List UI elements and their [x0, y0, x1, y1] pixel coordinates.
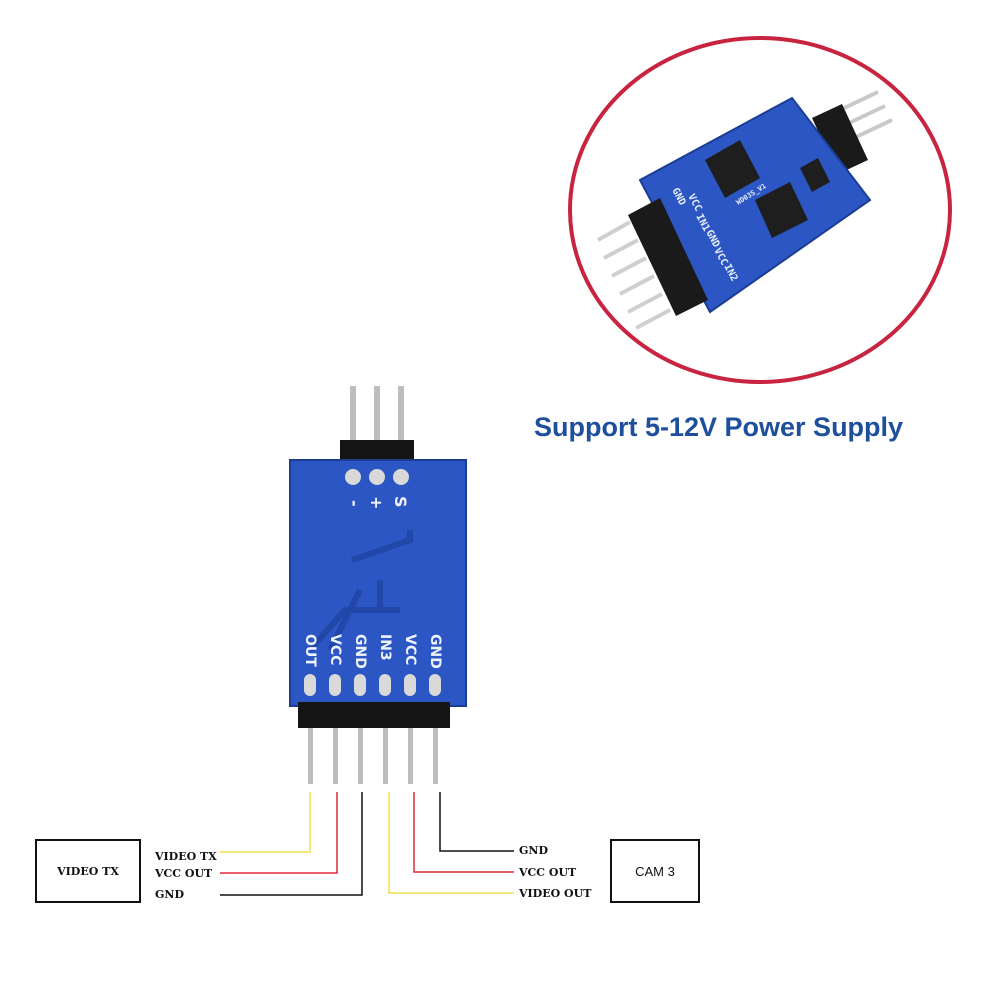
bottom-pin-label-4: VCC: [402, 634, 418, 665]
bottom-header: [298, 702, 450, 784]
wire-gnd-right: [439, 792, 514, 852]
inset-chip-1: [705, 140, 760, 198]
top-pads: [345, 469, 409, 485]
bottom-pin-label-5: GND: [427, 634, 443, 669]
wire-gnd-left: [220, 792, 363, 896]
wires-right: [388, 792, 514, 894]
inset-chip-3: [800, 158, 830, 192]
bottom-pin-label-2: GND: [352, 634, 368, 669]
top-pin-label-s: S: [391, 496, 410, 508]
bottom-pin-label-3: IN3: [377, 634, 393, 661]
right-wire-label-1: VCC OUT: [519, 866, 577, 879]
top-pin-label-minus: -: [345, 500, 364, 507]
top-header: [340, 386, 414, 462]
wire-vcc-right: [413, 792, 514, 873]
wire-video-out: [388, 792, 514, 894]
wire-video-tx: [220, 792, 311, 853]
cam-box: CAM 3: [610, 839, 700, 903]
cam-label: CAM 3: [635, 863, 675, 879]
bottom-pin-label-0: OUT: [302, 634, 318, 667]
left-wire-label-1: VCC OUT: [155, 867, 213, 880]
inset-chip-2: [755, 182, 808, 238]
right-wire-label-2: VIDEO OUT: [519, 887, 592, 900]
video-tx-box: VIDEO TX: [35, 839, 141, 903]
right-wire-label-0: GND: [519, 844, 548, 857]
pcb-traces: [307, 530, 413, 652]
inset-side-header: [597, 198, 708, 330]
inset-top-header: [812, 90, 893, 174]
bottom-pin-label-1: VCC: [327, 634, 343, 665]
top-pin-label-plus: +: [367, 496, 386, 509]
wires-left: [220, 792, 363, 896]
bottom-pads: [304, 674, 441, 696]
headline: Support 5-12V Power Supply: [534, 412, 904, 442]
wire-vcc-left: [220, 792, 338, 874]
video-tx-label: VIDEO TX: [57, 864, 119, 878]
left-wire-label-0: VIDEO TX: [155, 850, 217, 863]
left-wire-label-2: GND: [155, 888, 184, 901]
